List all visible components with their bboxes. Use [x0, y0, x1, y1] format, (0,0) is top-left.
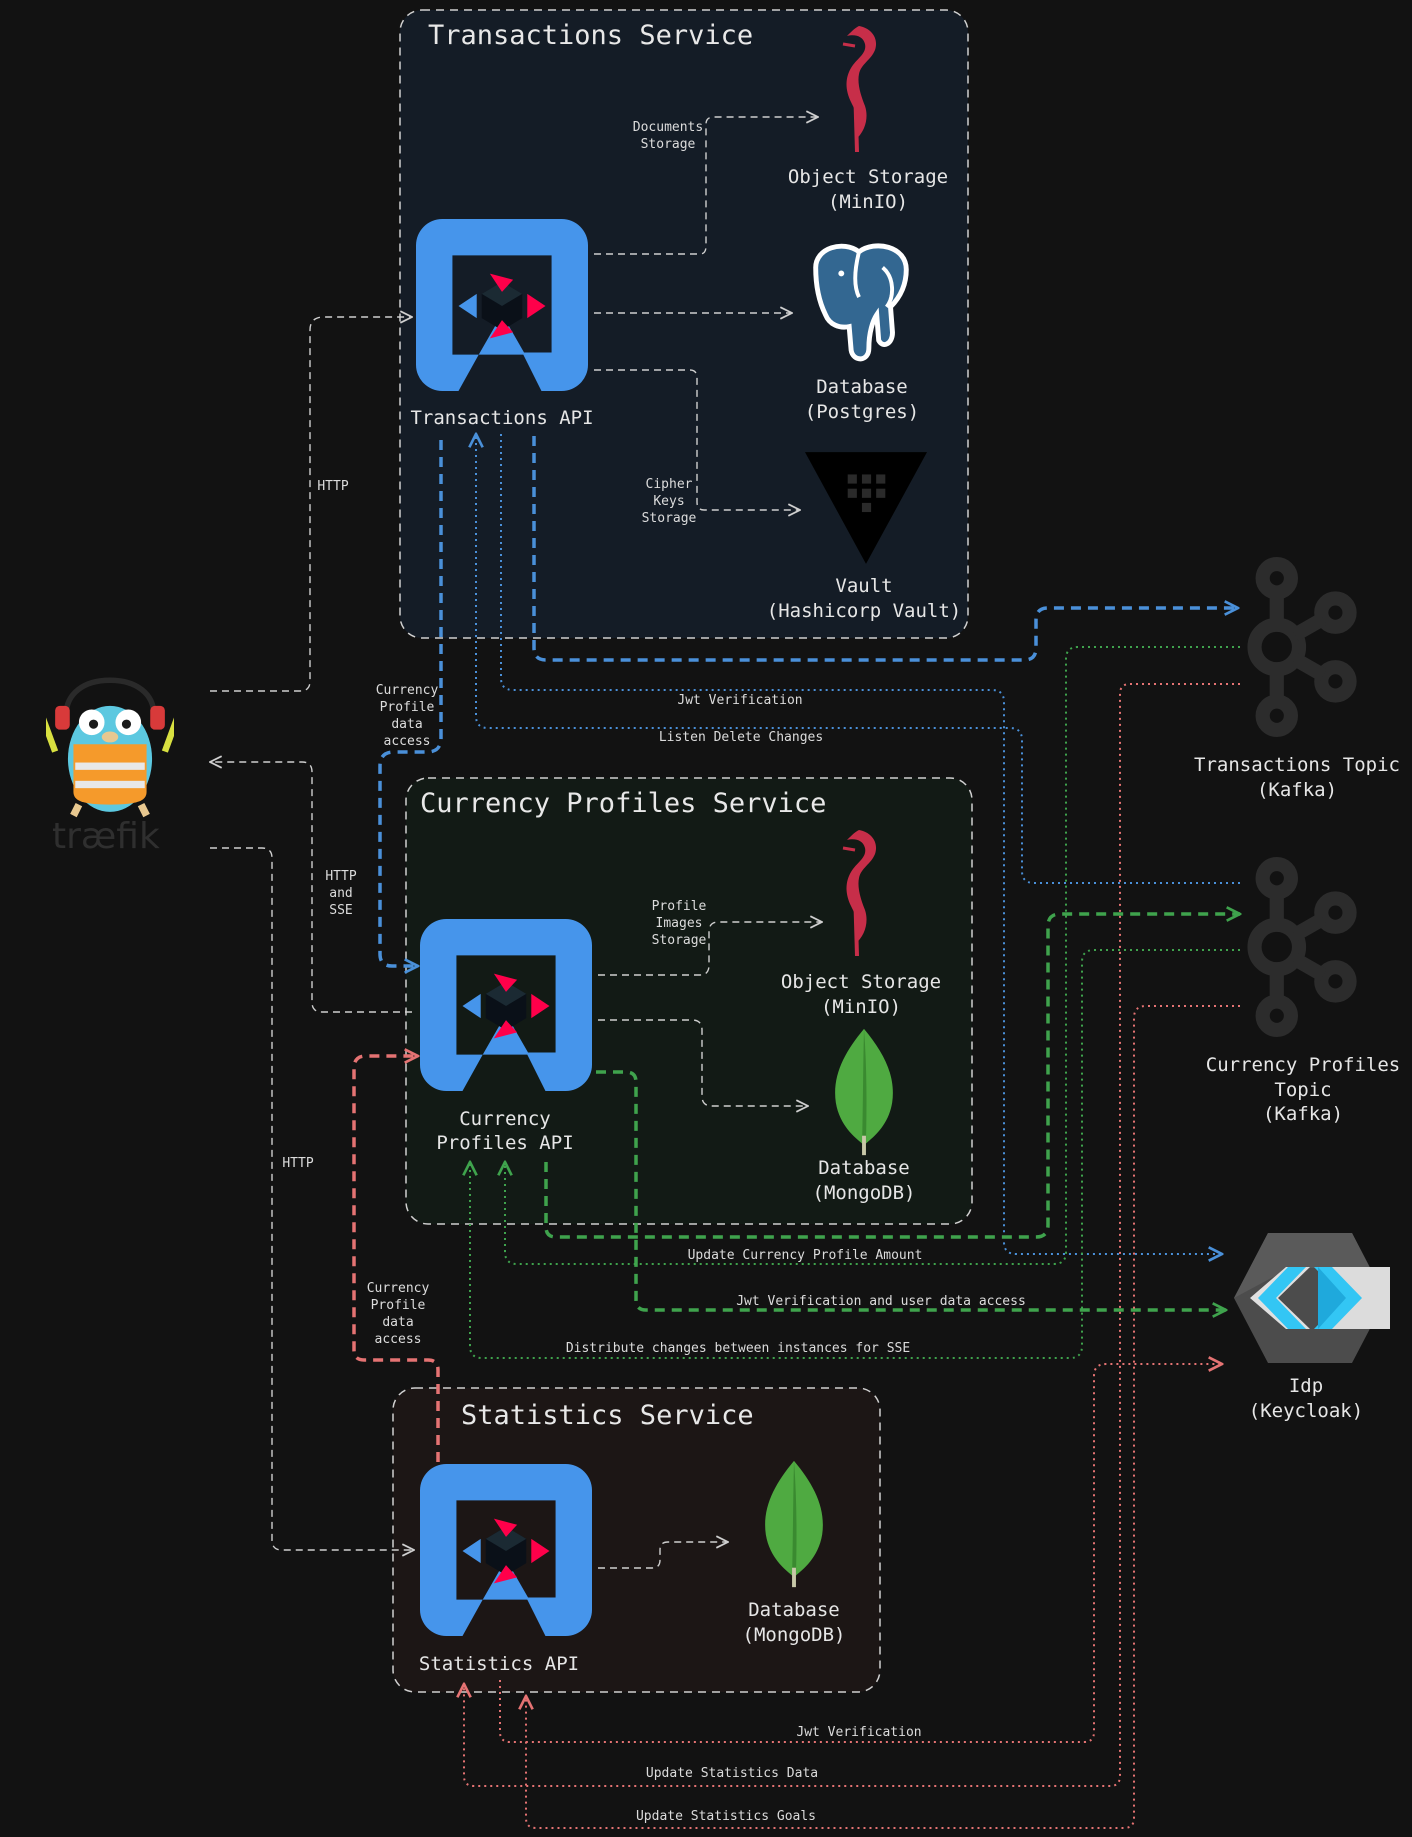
cp-access-bottom-line4: access — [375, 1332, 422, 1347]
tx-postgres-label-line2: (Postgres) — [805, 401, 919, 423]
edge-labels: Documents Storage Cipher Keys Storage Pr… — [282, 120, 1025, 1824]
cp-access-top-line2: Profile — [380, 700, 435, 715]
listen-delete-changes-label: Listen Delete Changes — [659, 730, 823, 745]
http-bottom-label: HTTP — [282, 1156, 313, 1171]
jwt-verification-bottom-label: Jwt Verification — [796, 1725, 921, 1740]
tx-vault-label-line2: (Hashicorp Vault) — [767, 600, 961, 622]
statistics-api-label: Statistics API — [419, 1653, 579, 1675]
edge-st-api-to-cp-api — [352, 1056, 440, 1462]
documents-storage-label-line1: Documents — [633, 120, 703, 135]
http-sse-label-line2: and — [329, 886, 352, 901]
currency-profiles-service-box — [405, 777, 973, 1225]
blue-connectors — [378, 434, 1240, 1254]
edge-cp-api-to-idp — [596, 1070, 1226, 1310]
distribute-changes-label: Distribute changes between instances for… — [566, 1341, 910, 1356]
tx-topic-label-line2: (Kafka) — [1257, 779, 1337, 801]
edge-cp-api-to-minio — [598, 922, 822, 976]
documents-storage-label-line2: Storage — [641, 137, 696, 152]
st-mongo-label-line1: Database — [748, 1599, 840, 1621]
jwt-verification-top-label: Jwt Verification — [677, 693, 802, 708]
http-sse-label-line3: SSE — [329, 903, 352, 918]
profile-images-label-line1: Profile — [652, 899, 707, 914]
cp-access-bottom-line1: Currency — [367, 1281, 430, 1296]
white-connectors — [210, 117, 822, 1569]
transactions-service-title: Transactions Service — [428, 20, 753, 51]
cp-topic-label-line3: (Kafka) — [1263, 1103, 1343, 1125]
cipher-keys-label-line3: Storage — [642, 511, 697, 526]
cp-access-bottom-line3: data — [382, 1315, 413, 1330]
edge-tx-api-jwt-to-idp — [500, 434, 1222, 1254]
traefik-logo-text: træfik — [52, 816, 160, 857]
statistics-service-title: Statistics Service — [461, 1400, 754, 1431]
cipher-keys-label-line1: Cipher — [646, 477, 693, 492]
edge-cp-api-to-cp-topic — [544, 914, 1240, 1239]
currency-profiles-topic-kafka-icon — [1255, 864, 1350, 1030]
idp-label-line1: Idp — [1289, 1375, 1323, 1397]
edge-cp-api-to-mongo — [598, 1019, 808, 1106]
currency-profiles-service-title: Currency Profiles Service — [420, 788, 826, 819]
edge-cp-topic-update-stats-goals — [526, 1005, 1240, 1829]
cp-topic-label-line1: Currency Profiles — [1206, 1054, 1400, 1076]
edge-gateway-to-st-api — [210, 847, 414, 1550]
cp-mongo-label-line2: (MongoDB) — [813, 1182, 916, 1204]
jwt-user-data-label: Jwt Verification and user data access — [736, 1294, 1026, 1309]
red-connectors — [352, 683, 1240, 1829]
edge-tx-api-to-cp-api — [378, 440, 443, 966]
tx-vault-label-line1: Vault — [835, 575, 892, 597]
idp-keycloak-icon — [1234, 1233, 1390, 1363]
edge-cp-topic-distribute-to-cp-api — [470, 949, 1240, 1359]
transactions-api-label: Transactions API — [410, 407, 593, 429]
tx-postgres-label-line1: Database — [816, 376, 908, 398]
update-statistics-data-label: Update Statistics Data — [646, 1766, 818, 1781]
idp-label-line2: (Keycloak) — [1249, 1400, 1363, 1422]
profile-images-label-line3: Storage — [652, 933, 707, 948]
edge-tx-api-to-minio — [594, 117, 818, 255]
cipher-keys-label-line2: Keys — [653, 494, 684, 509]
tx-topic-label-line1: Transactions Topic — [1194, 754, 1400, 776]
edge-cp-topic-listen-delete-to-tx-api — [476, 434, 1240, 884]
cp-mongo-label-line1: Database — [818, 1157, 910, 1179]
cp-minio-label-line1: Object Storage — [781, 971, 941, 993]
profile-images-label-line2: Images — [656, 916, 703, 931]
cp-access-bottom-line2: Profile — [371, 1298, 426, 1313]
cp-topic-label-line2: Topic — [1274, 1079, 1331, 1101]
currency-profiles-api-label-line2: Profiles API — [436, 1132, 573, 1154]
cp-minio-label-line2: (MinIO) — [821, 996, 901, 1018]
edge-gateway-to-tx-api — [210, 317, 412, 692]
edge-cp-api-to-gateway — [210, 762, 412, 1013]
st-mongo-label-line2: (MongoDB) — [743, 1624, 846, 1646]
green-connectors — [470, 646, 1240, 1359]
update-statistics-goals-label: Update Statistics Goals — [636, 1809, 816, 1824]
currency-profiles-api-label-line1: Currency — [459, 1108, 551, 1130]
tx-minio-label-line1: Object Storage — [788, 166, 948, 188]
http-top-label: HTTP — [317, 479, 348, 494]
cp-access-top-line4: access — [384, 734, 431, 749]
tx-minio-label-line2: (MinIO) — [828, 191, 908, 213]
cp-access-top-line1: Currency — [376, 683, 439, 698]
update-currency-profile-amount-label: Update Currency Profile Amount — [688, 1248, 923, 1263]
transactions-topic-kafka-icon — [1255, 564, 1350, 730]
edge-tx-api-to-tx-topic — [532, 436, 1238, 662]
node-labels: Transactions API Currency Profiles API S… — [410, 166, 1400, 1675]
edge-st-api-to-mongo — [598, 1542, 728, 1569]
cp-access-top-line3: data — [391, 717, 422, 732]
traefik-gopher-icon — [42, 680, 177, 815]
http-sse-label-line1: HTTP — [325, 869, 356, 884]
edge-tx-api-to-vault — [594, 369, 800, 510]
